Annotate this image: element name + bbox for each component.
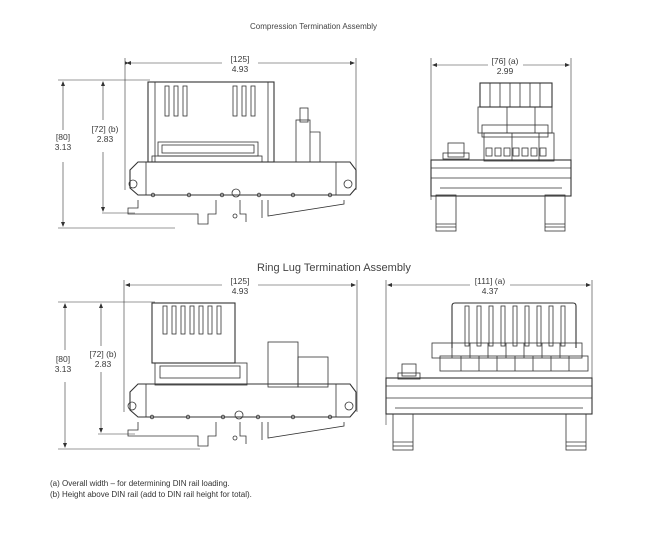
- ring-lug-rail-height-in: 2.83: [94, 359, 112, 369]
- compression-total-height-in: 3.13: [54, 142, 72, 152]
- compression-end-width-mm: [76] (a): [491, 56, 519, 66]
- compression-side-view: [58, 58, 357, 229]
- compression-side-width-mm: [125]: [230, 54, 250, 64]
- compression-total-height-mm: [80]: [55, 132, 71, 142]
- compression-section-title: Compression Termination Assembly: [250, 22, 378, 31]
- compression-end-view: [430, 58, 572, 232]
- footnote-a: (a) Overall width – for determining DIN …: [50, 479, 230, 488]
- ring-lug-rail-height-mm: [72] (b): [89, 349, 117, 359]
- compression-end-width-in: 2.99: [496, 66, 514, 76]
- ring-lug-section-title: Ring Lug Termination Assembly: [257, 262, 411, 274]
- compression-rail-height-mm: [72] (b): [91, 124, 119, 134]
- compression-rail-height-in: 2.83: [96, 134, 114, 144]
- ring-lug-end-width-mm: [111] (a): [474, 276, 506, 286]
- ring-lug-total-height-mm: [80]: [55, 354, 71, 364]
- ring-lug-side-view: [58, 280, 358, 450]
- footnote-b: (b) Height above DIN rail (add to DIN ra…: [50, 490, 252, 499]
- ring-lug-total-height-in: 3.13: [54, 364, 72, 374]
- ring-lug-side-width-in: 4.93: [231, 286, 249, 296]
- compression-side-width-in: 4.93: [231, 64, 249, 74]
- ring-lug-side-width-mm: [125]: [230, 276, 250, 286]
- ring-lug-end-width-in: 4.37: [481, 286, 499, 296]
- ring-lug-end-view: [385, 280, 593, 451]
